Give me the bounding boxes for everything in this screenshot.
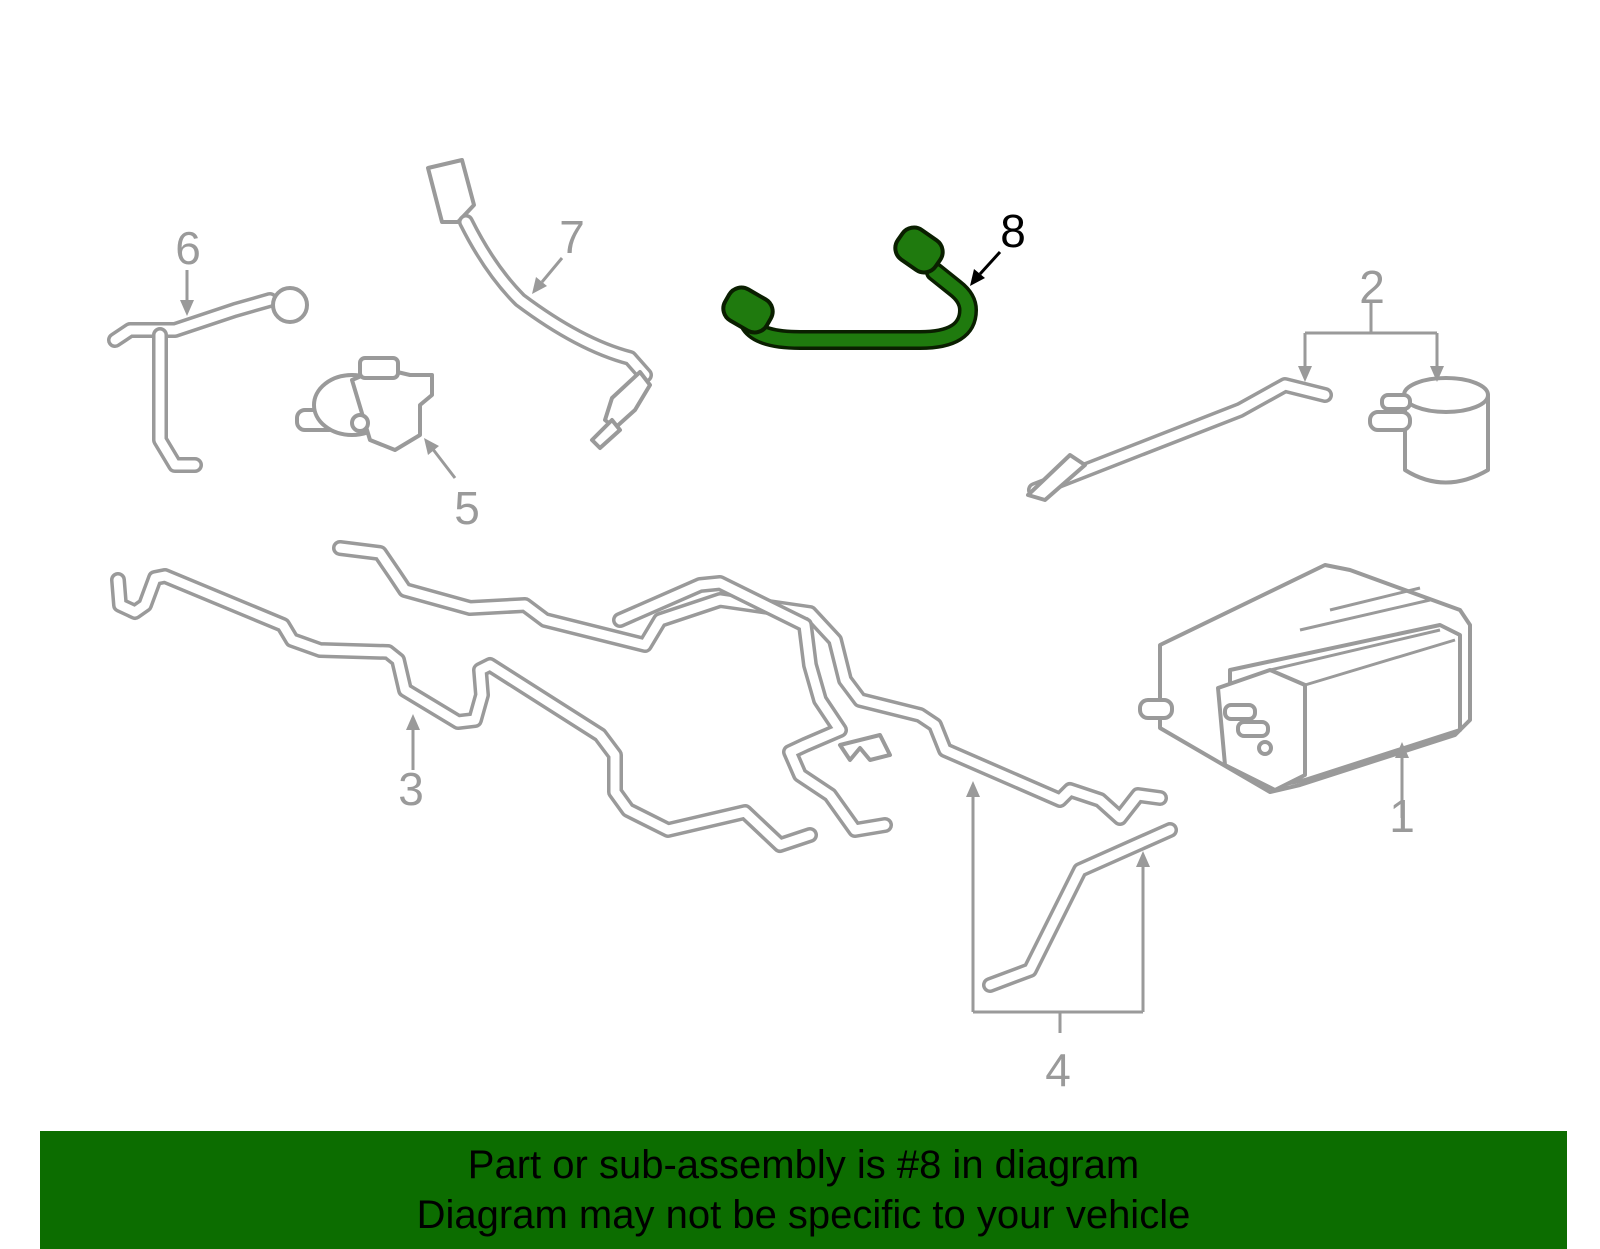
part-6-vent-hose[interactable]: [107, 286, 309, 473]
callout-leaders: [180, 250, 1444, 1033]
part-2-filter-assembly[interactable]: [1026, 376, 1490, 502]
callout-4: 4: [1045, 1044, 1071, 1096]
callout-8: 8: [1000, 205, 1026, 257]
banner-line-1: Part or sub-assembly is #8 in diagram: [467, 1143, 1140, 1187]
callout-2: 2: [1359, 261, 1385, 313]
part-8-hose-highlighted[interactable]: [718, 222, 978, 350]
callout-7: 7: [559, 211, 585, 263]
part-4-tube[interactable]: [982, 822, 1178, 993]
part-1-canister[interactable]: [1138, 563, 1472, 794]
part-3-vapor-lines[interactable]: [110, 540, 1168, 853]
callout-1: 1: [1389, 790, 1415, 842]
callout-6: 6: [175, 222, 201, 274]
part-5-purge-valve[interactable]: [295, 356, 434, 452]
callout-5: 5: [454, 482, 480, 534]
part-7-sensor[interactable]: [426, 158, 653, 450]
info-banner: Part or sub-assembly is #8 in diagram Di…: [40, 1131, 1567, 1249]
callout-3: 3: [398, 763, 424, 815]
banner-line-2: Diagram may not be specific to your vehi…: [416, 1193, 1191, 1237]
